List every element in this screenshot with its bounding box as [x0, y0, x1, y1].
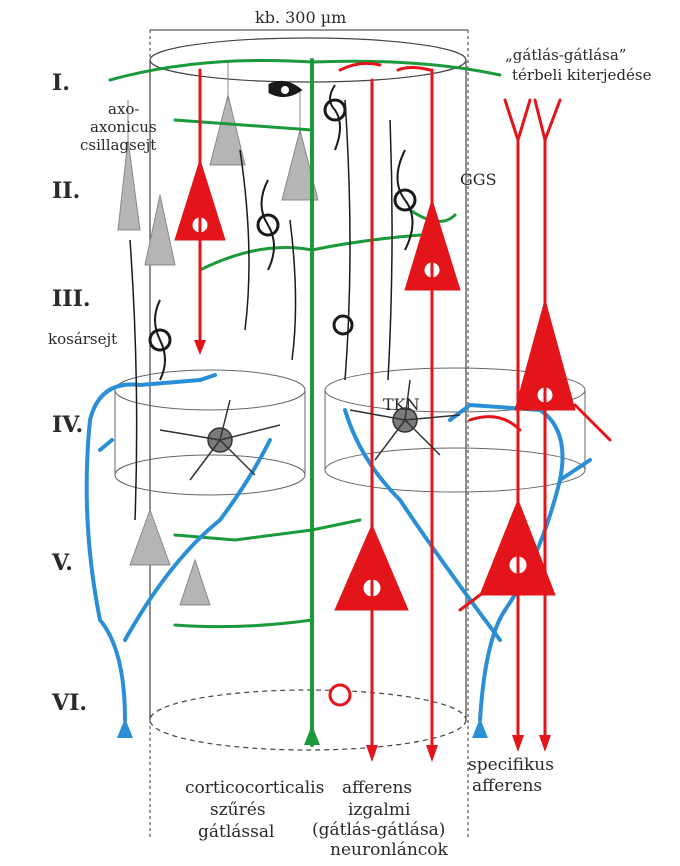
bottom-spec-2: afferens	[472, 776, 542, 796]
layer-label-iv: IV.	[52, 412, 83, 438]
label-axonicus: axonicus	[90, 118, 157, 136]
bottom-aff-3: (gátlás-gátlása)	[312, 820, 445, 840]
bottom-cc-2: szűrés	[210, 800, 266, 820]
layer-label-v: V.	[52, 550, 73, 576]
bottom-cc-3: gátlással	[198, 822, 274, 842]
column-cylinder	[150, 38, 466, 750]
layer-label-iii: III.	[52, 286, 91, 312]
bottom-cc-1: corticocorticalis	[185, 778, 324, 798]
scale-label: kb. 300 µm	[255, 8, 346, 27]
blue-arrowhead-right	[472, 718, 488, 738]
bottom-aff-2: izgalmi	[348, 800, 410, 820]
layer-label-i: I.	[52, 70, 70, 96]
bottom-aff-1: afferens	[342, 778, 412, 798]
layer-label-vi: VI.	[52, 690, 87, 716]
label-ggs: GGS	[460, 170, 497, 189]
red-pyramidal-cells[interactable]	[175, 160, 575, 705]
blue-arrowhead-left	[117, 718, 133, 738]
green-arrowhead	[304, 725, 320, 745]
label-kosarsejt: kosársejt	[48, 330, 117, 348]
bottom-aff-4: neuronláncok	[330, 840, 448, 860]
layer-label-ii: II.	[52, 178, 80, 204]
label-axo: axo-	[108, 100, 140, 118]
label-gatlas-sub: térbeli kiterjedése	[512, 66, 651, 84]
label-gatlas-title: „gátlás-gátlása”	[505, 46, 626, 64]
label-csillagsejt: csillagsejt	[80, 136, 156, 154]
blue-afferent-left	[87, 375, 270, 720]
bottom-spec-1: specifikus	[468, 755, 554, 775]
label-tkn: TKN	[383, 395, 420, 414]
